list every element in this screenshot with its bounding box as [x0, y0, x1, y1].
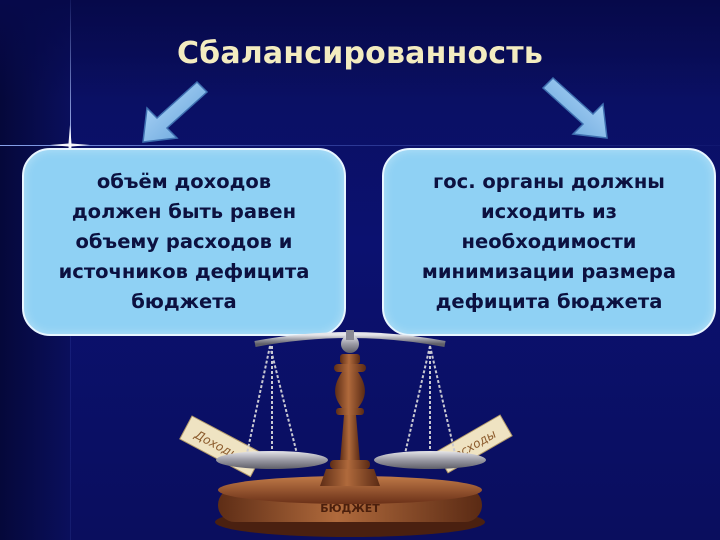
right-principle-text: гос. органы должны исходить из необходим… [421, 170, 677, 313]
scales-base-label: БЮДЖЕТ [320, 502, 380, 515]
left-principle-box: объём доходов должен быть равен объему р… [22, 148, 346, 336]
sparkle-icon [50, 125, 90, 165]
slide-title: Сбалансированность [176, 36, 544, 71]
right-principle-box: гос. органы должны исходить из необходим… [382, 148, 716, 336]
left-principle-text: объём доходов должен быть равен объему р… [58, 170, 310, 313]
down-right-arrow-icon [541, 76, 608, 139]
decor-horizontal-line [0, 145, 720, 146]
top-decor-band [0, 0, 720, 100]
balance-scales-icon: БЮДЖЕТ Доходы Расходы [179, 330, 513, 537]
down-left-arrow-icon [142, 80, 209, 143]
